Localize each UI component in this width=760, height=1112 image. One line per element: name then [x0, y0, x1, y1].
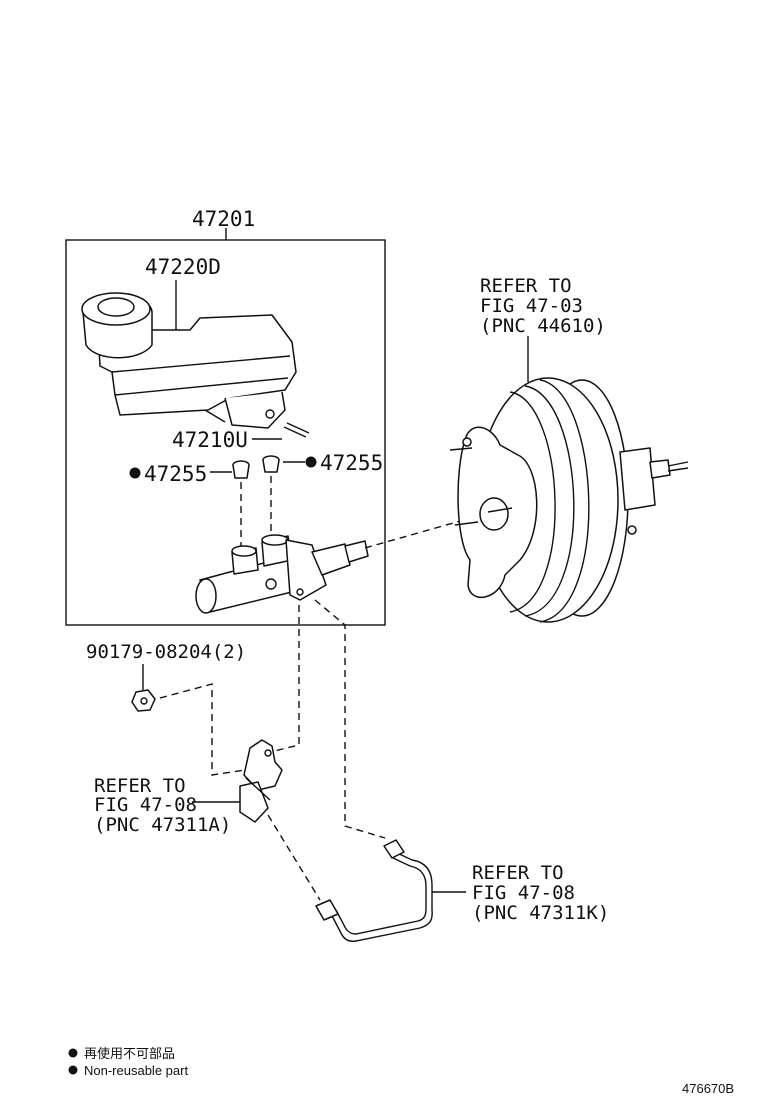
label-tube-ref-line1: REFER TO	[472, 862, 564, 884]
non-reusable-mark-right	[305, 456, 317, 468]
master-cylinder-icon	[195, 534, 369, 614]
label-tube-ref-line2: FIG 47-08	[472, 882, 575, 904]
label-reservoir: 47220D	[145, 255, 221, 279]
label-pin: 47210U	[172, 428, 248, 452]
legend-english: Non-reusable part	[84, 1063, 188, 1078]
label-switch-ref-line2: FIG 47-08	[94, 794, 197, 816]
legend-bullet-2	[68, 1065, 78, 1075]
pin-icon	[283, 426, 307, 438]
label-booster-ref-line3: (PNC 44610)	[480, 315, 606, 337]
reservoir-tank-icon	[81, 292, 297, 429]
brake-booster-icon	[449, 377, 689, 623]
label-grommet-right: 47255	[320, 451, 383, 475]
dash-nut-to-switch	[159, 683, 246, 776]
label-booster-ref-line2: FIG 47-03	[480, 295, 583, 317]
dash-cylinder-to-tube	[314, 599, 386, 839]
label-booster-ref-line1: REFER TO	[480, 275, 572, 297]
dash-switch-to-tube	[267, 814, 321, 901]
grommet-right-icon	[262, 455, 280, 473]
dash-cylinder-to-switch	[269, 605, 300, 753]
switch-bracket-icon	[239, 739, 283, 823]
legend-japanese: 再使用不可部品	[84, 1046, 175, 1061]
brake-tube-icon	[315, 839, 433, 942]
grommet-left-icon	[232, 460, 250, 479]
label-switch-ref-line1: REFER TO	[94, 775, 186, 797]
legend-bullet-1	[68, 1048, 78, 1058]
label-nut: 90179-08204(2)	[86, 641, 246, 663]
label-switch-ref-line3: (PNC 47311A)	[94, 814, 231, 836]
label-grommet-left: 47255	[144, 462, 207, 486]
nut-icon	[131, 689, 156, 712]
illustration-number: 476670B	[682, 1081, 734, 1096]
non-reusable-mark-left	[129, 467, 141, 479]
label-assembly: 47201	[192, 207, 255, 231]
label-tube-ref-line3: (PNC 47311K)	[472, 902, 609, 924]
